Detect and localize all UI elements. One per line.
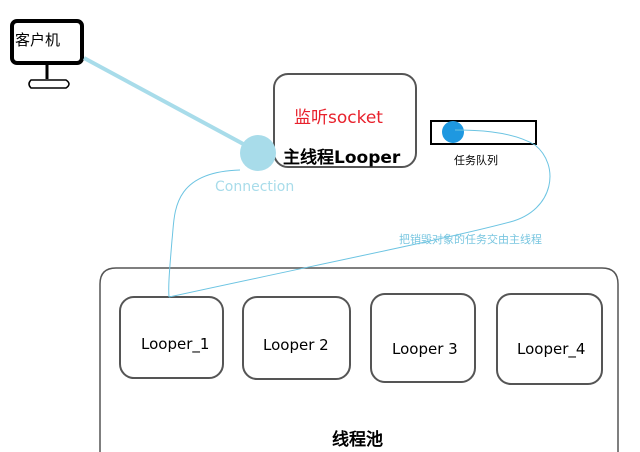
- looper-3-box: [370, 293, 476, 383]
- client-label: 客户机: [15, 31, 61, 49]
- client-cable: [83, 56, 248, 148]
- connection-to-looper-line: [168, 169, 241, 298]
- looper-2-label: Looper 2: [263, 336, 329, 354]
- looper-3-label: Looper 3: [392, 340, 458, 358]
- looper-1-label: Looper_1: [141, 335, 210, 353]
- handoff-label: 把销毁对象的任务交由主线程: [399, 233, 542, 246]
- main-thread-looper-label: 主线程Looper: [283, 148, 401, 168]
- connection-label: Connection: [215, 179, 295, 195]
- looper-4-label: Looper_4: [517, 340, 586, 358]
- looper-2-box: [242, 296, 351, 380]
- task-queue-node: [442, 121, 464, 143]
- looper-1-box: [119, 296, 224, 379]
- client-computer-icon: [10, 19, 84, 89]
- task-queue-label: 任务队列: [454, 154, 498, 167]
- listen-socket-label: 监听socket: [294, 108, 383, 128]
- thread-pool-box: [99, 267, 619, 452]
- main-thread-looper-box: [273, 73, 417, 168]
- connection-node: [240, 135, 276, 171]
- thread-pool-label: 线程池: [332, 430, 383, 450]
- looper-4-box: [496, 293, 603, 385]
- handoff-to-main-line: [168, 129, 551, 298]
